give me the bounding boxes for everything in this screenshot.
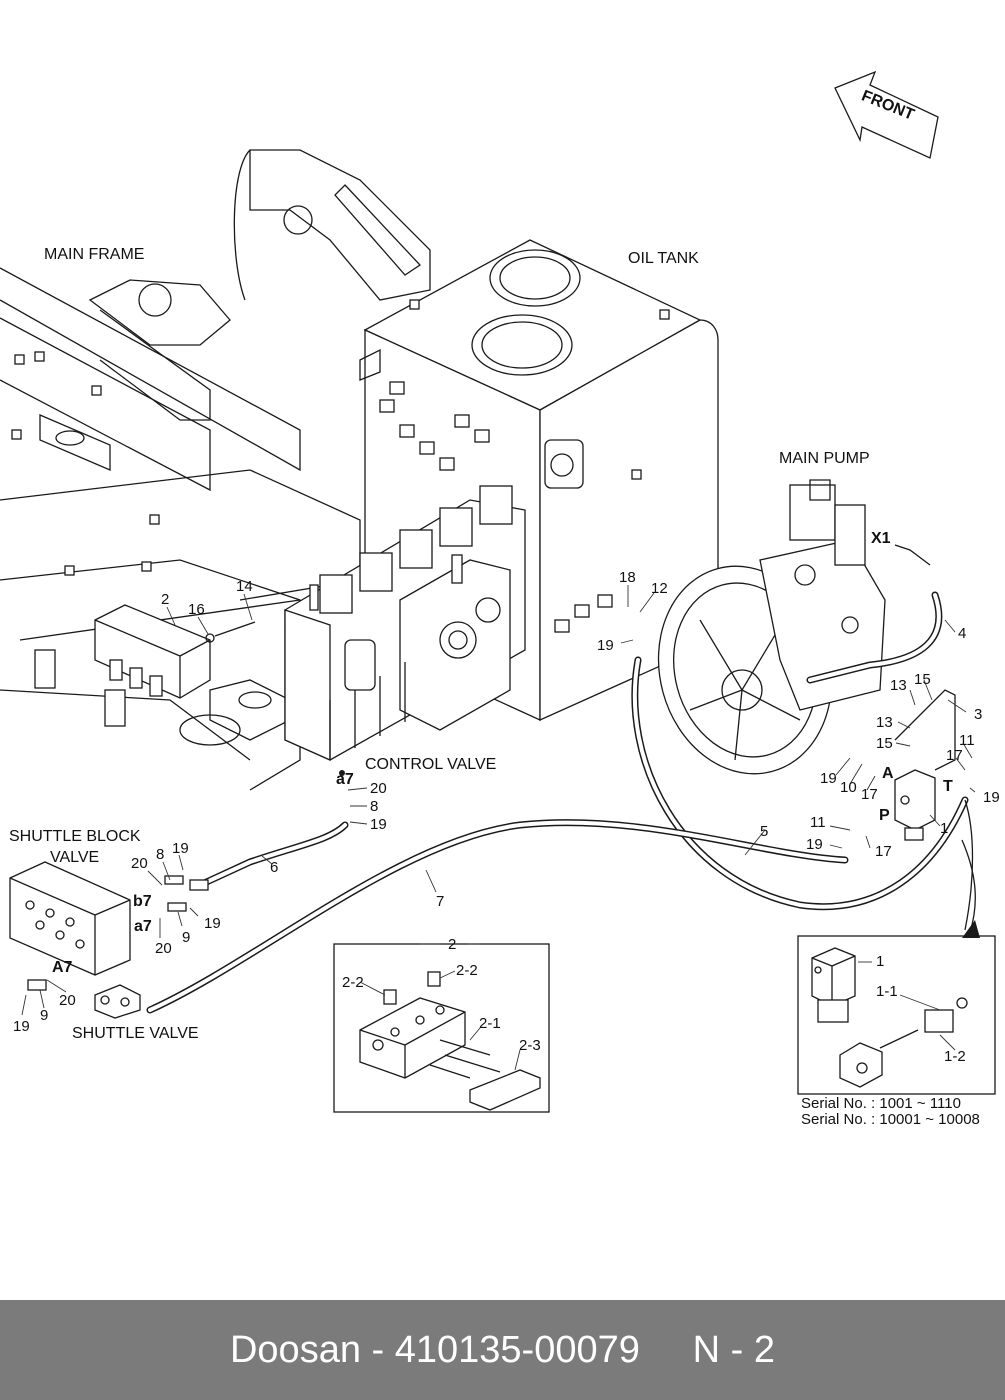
callout-11-t: 11	[959, 732, 975, 749]
callout-19-pump: 19	[597, 637, 614, 654]
inset-1-label-1: 1	[876, 953, 884, 970]
label-oil-tank: OIL TANK	[628, 250, 699, 267]
callout-7: 7	[436, 893, 444, 910]
callout-16: 16	[188, 601, 205, 618]
inset-2-title: 2	[448, 936, 456, 953]
callout-2: 2	[161, 591, 169, 608]
solenoid-valve-drawing	[894, 689, 956, 841]
callout-20-control: 20	[370, 780, 387, 797]
callout-8-control: 8	[370, 798, 378, 815]
callout-13a: 13	[890, 677, 907, 694]
label-main-pump: MAIN PUMP	[779, 450, 870, 467]
callout-20-shuttle-valve: 20	[59, 992, 76, 1009]
callout-19-shuttle-valve: 19	[13, 1018, 30, 1035]
callout-20-shuttle-block-2: 20	[155, 940, 172, 957]
port-t: T	[943, 778, 953, 795]
callouts: 14 2 16 18 12 19 4 3 13 15 13 15 19 10 1…	[13, 569, 1000, 1035]
callout-15a: 15	[914, 671, 931, 688]
callout-13b: 13	[876, 714, 893, 731]
callout-12: 12	[651, 580, 668, 597]
callout-17-t: 17	[946, 747, 963, 764]
inset-1-label-1-2: 1-2	[944, 1048, 966, 1065]
inset-2-label-2-2a: 2-2	[342, 974, 364, 991]
callout-3: 3	[974, 706, 982, 723]
port-b7: b7	[133, 893, 152, 910]
callout-8-shuttle-block: 8	[156, 846, 164, 863]
callout-19-t: 19	[983, 789, 1000, 806]
callout-19-shuttle-block: 19	[172, 840, 189, 857]
label-shuttle-block: SHUTTLE BLOCK	[9, 828, 141, 845]
callout-4: 4	[958, 625, 966, 642]
footer-part-number: Doosan - 410135-00079 N - 2	[229, 1328, 775, 1371]
callout-17-p: 17	[875, 843, 892, 860]
callout-19-control: 19	[370, 816, 387, 833]
port-a7-control: a7	[336, 771, 354, 788]
hoses	[146, 591, 974, 1014]
inset-2-label-2-2b: 2-2	[456, 962, 478, 979]
port-A7: A7	[52, 959, 73, 976]
port-x1: X1	[871, 530, 891, 547]
label-shuttle-block-valve: VALVE	[50, 849, 99, 866]
label-control-valve: CONTROL VALVE	[365, 756, 496, 773]
callout-15b: 15	[876, 735, 893, 752]
inset-2-label-2-1: 2-1	[479, 1015, 501, 1032]
port-a: A	[882, 765, 894, 782]
inset-2-label-2-3: 2-3	[519, 1037, 541, 1054]
parts-diagram: FRONT MAIN FRAME OIL TANK MAIN PUMP CONT…	[0, 70, 1000, 1128]
callout-9-shuttle-valve: 9	[40, 1007, 48, 1024]
front-arrow-icon	[834, 70, 939, 159]
callout-19-a: 19	[820, 770, 837, 787]
callout-11-p: 11	[810, 814, 826, 831]
serial-number-line-2: Serial No. : 10001 ~ 10008	[801, 1111, 980, 1128]
callout-14: 14	[236, 578, 253, 595]
inset-1-label-1-1: 1-1	[876, 983, 898, 1000]
shuttle-block-2-drawing	[94, 604, 256, 699]
control-valve-drawing	[284, 485, 526, 776]
port-p: P	[879, 807, 890, 824]
label-main-frame: MAIN FRAME	[44, 246, 144, 263]
label-shuttle-valve: SHUTTLE VALVE	[72, 1025, 199, 1042]
callout-6: 6	[270, 859, 278, 876]
footer-bar: Doosan - 410135-00079 N - 2	[0, 1300, 1005, 1400]
callout-10: 10	[840, 779, 857, 796]
inset-shuttle-block-detail: 2 2-2 2-2 2-1 2-3	[333, 936, 550, 1113]
callout-5: 5	[760, 823, 768, 840]
serial-number-line-1: Serial No. : 1001 ~ 1110	[801, 1095, 961, 1112]
callout-17-a: 17	[861, 786, 878, 803]
callout-19-p: 19	[806, 836, 823, 853]
inset-solenoid-detail: 1 1-1 1-2 Serial No. : 1001 ~ 1110 Seria…	[797, 839, 996, 1128]
callout-20-shuttle-block: 20	[131, 855, 148, 872]
callout-19-shuttle-block-2: 19	[204, 915, 221, 932]
port-a7-shuttle-block: a7	[134, 918, 152, 935]
shuttle-valve-drawing	[94, 984, 141, 1019]
callout-9-shuttle-block: 9	[182, 929, 190, 946]
callout-18: 18	[619, 569, 636, 586]
shuttle-block-valve-drawing	[9, 861, 209, 991]
callout-1: 1	[940, 820, 948, 837]
